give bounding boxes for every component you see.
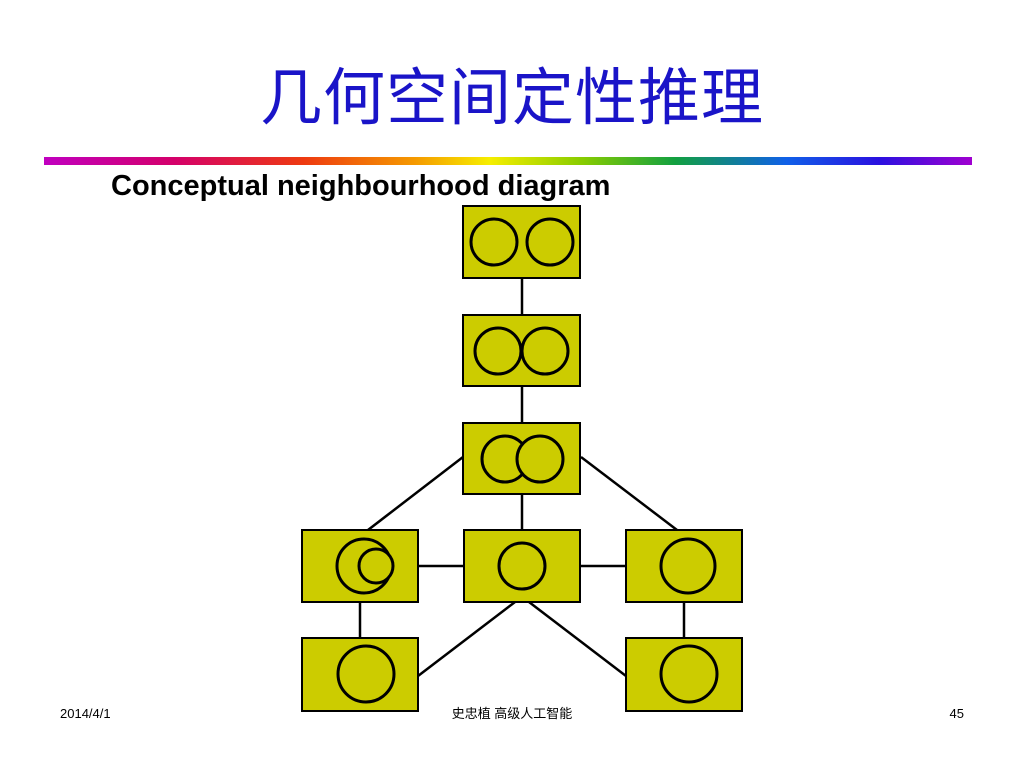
region-b-circle xyxy=(515,434,565,484)
region-ab-circle xyxy=(497,541,547,591)
footer-author-course: 史忠植 高级人工智能 xyxy=(451,706,573,721)
region-a-circle xyxy=(336,644,396,704)
slide-title: 几何空间定性推理 xyxy=(259,61,764,134)
edge-partially-overlapping-tangential-proper-part-inverse xyxy=(580,456,678,531)
diagram-heading: Conceptual neighbourhood diagram xyxy=(111,170,611,202)
node-partially-overlapping xyxy=(462,422,581,495)
rainbow-divider xyxy=(44,157,972,165)
diagram-edges xyxy=(358,278,686,677)
edge-equal-non-tangential-proper-part xyxy=(417,601,516,677)
footer-date: 2014/4/1 xyxy=(60,706,111,721)
node-equal xyxy=(463,529,581,603)
region-a-circle xyxy=(473,326,523,376)
page-number: 45 xyxy=(949,706,964,721)
node-tangential-proper-part-inverse xyxy=(625,529,743,603)
node-non-tangential-proper-part xyxy=(301,637,419,712)
region-a-circle xyxy=(469,217,519,267)
node-non-tangential-proper-part-inverse xyxy=(625,637,743,712)
region-b-circle xyxy=(520,326,570,376)
node-disjoint xyxy=(462,205,581,279)
edge-partially-overlapping-tangential-proper-part xyxy=(367,456,464,531)
region-a-circle xyxy=(659,644,719,704)
region-b-circle xyxy=(357,547,395,585)
node-externally-connected xyxy=(462,314,581,387)
region-a-circle xyxy=(659,537,717,595)
region-b-circle xyxy=(525,217,575,267)
node-tangential-proper-part xyxy=(301,529,419,603)
edge-equal-non-tangential-proper-part-inverse xyxy=(528,601,627,677)
diagram-nodes xyxy=(301,205,743,712)
